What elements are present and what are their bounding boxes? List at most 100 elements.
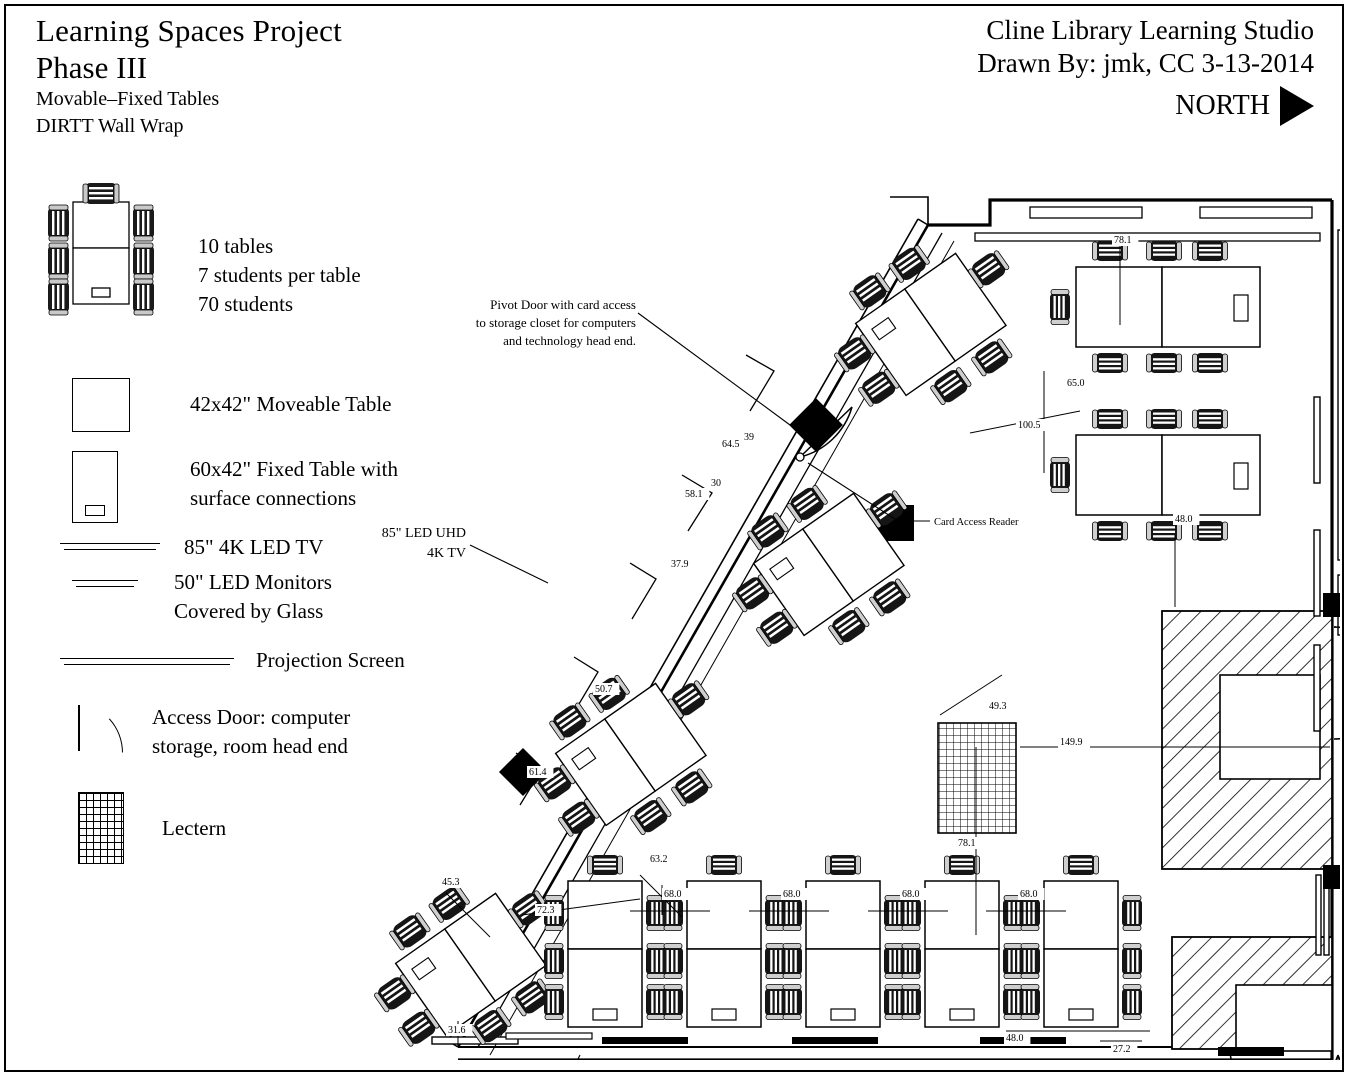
dimension-label: 64.5 [722, 439, 740, 450]
table-pod-rot-2 [706, 447, 951, 681]
table-pod-s-4 [901, 855, 1023, 1027]
dimension-label: 63.2 [650, 854, 668, 865]
dimension-label: 68.0 [664, 889, 682, 900]
dimension-label-bg [1112, 234, 1139, 246]
wall-block-east-mid [1161, 610, 1333, 870]
north-indicator: NORTH [977, 86, 1314, 126]
legend-item-moveable-table: 42x42" Moveable Table [72, 378, 392, 432]
access-door-icon [78, 705, 123, 753]
dimension-label: 78.1 [958, 838, 976, 849]
legend-students-per-table: 7 students per table [198, 263, 361, 287]
dimension-label: 78.1 [1114, 235, 1132, 246]
north-label: NORTH [1175, 90, 1270, 121]
dimension-label: 37.9 [671, 559, 689, 570]
dimension-label: 68.0 [902, 889, 920, 900]
annotation-leaders [469, 312, 1340, 1060]
dimension-label-bg [709, 477, 725, 489]
legend-capacity-row: 10 tables 7 students per table 70 studen… [36, 180, 361, 330]
dimension-label: 45.3 [442, 877, 460, 888]
legend-table-7-chairs-icon [48, 183, 154, 316]
title-block-left: Learning Spaces Project Phase III Movabl… [36, 12, 342, 140]
dimension-label: 65.0 [1067, 378, 1085, 389]
monitors-south-wall [431, 1032, 1066, 1045]
project-subtitle-2: DIRTT Wall Wrap [36, 115, 184, 137]
dimension-label-bg [900, 888, 927, 900]
table-pod-s-3 [782, 855, 904, 1027]
dimension-label-bg [956, 837, 983, 849]
dimension-label-bg [1065, 377, 1092, 389]
title-block-right: Cline Library Learning Studio Drawn By: … [977, 14, 1314, 126]
legend-item-fixed-table: 60x42" Fixed Table with surface connecti… [72, 451, 398, 523]
pivot-door-line2: to storage closet for computers [476, 315, 636, 330]
dimension-label-bg [446, 1024, 473, 1036]
table-pod-s-1 [544, 855, 666, 1027]
legend-tables-count: 10 tables [198, 234, 274, 258]
dimension-label-bg [987, 700, 1014, 712]
dimension-label: 30 [711, 478, 721, 489]
legend-label-access-door-2: storage, room head end [152, 734, 348, 758]
dimension-label-bg [1018, 888, 1045, 900]
table-pod-s-2 [663, 855, 785, 1027]
legend-item-tv-85: 85" 4K LED TV [60, 535, 323, 562]
dimension-label-bg [648, 853, 675, 865]
table-pod-s-5 [1020, 855, 1142, 1027]
dimension-label: 50.7 [595, 684, 613, 695]
north-arrow-icon [1280, 86, 1314, 126]
table-pod-ne-1 [1050, 241, 1260, 373]
project-phase: Phase III [36, 50, 148, 85]
legend-label-monitor-50-1: 50" LED Monitors [174, 570, 332, 594]
wall-block-southeast [1171, 936, 1333, 1052]
dimension-label-bg [527, 766, 554, 778]
legend-label-fixed-table-1: 60x42" Fixed Table with [190, 457, 398, 481]
dimension-label-bg [1004, 1032, 1031, 1044]
surface-connection-icon [85, 505, 105, 516]
projection-screen-icon [60, 658, 234, 666]
legend-label-tv-85: 85" 4K LED TV [184, 535, 324, 559]
plan-annotation-text: Pivot Door with card access to storage c… [382, 297, 1019, 561]
dimension-label-bg [683, 488, 710, 500]
moveable-table-icon [72, 378, 130, 432]
table-pod-ne-2 [1050, 409, 1260, 541]
dimension-label: 48.0 [1175, 514, 1193, 525]
dimension-label-bg [781, 888, 808, 900]
door-swing-east [1333, 626, 1340, 740]
project-subtitle-1: Movable–Fixed Tables [36, 88, 220, 110]
dimension-label: 48.0 [1006, 1033, 1024, 1044]
fixed-table-icon [72, 451, 118, 523]
pivot-door-line3: and technology head end. [503, 333, 636, 348]
dimension-label: 49.3 [989, 701, 1007, 712]
projection-screen-north [974, 206, 1321, 242]
dimension-label: 27.2 [1113, 1044, 1131, 1055]
dimension-label-bg [593, 683, 620, 695]
dimension-label-bg [669, 558, 696, 570]
dimension-label-bg [1058, 736, 1090, 748]
table-pod-rot-3 [508, 637, 753, 871]
legend-item-access-door: Access Door: computer storage, room head… [78, 705, 350, 761]
legend-item-monitor-50: 50" LED Monitors Covered by Glass [72, 570, 332, 626]
lectern-icon [78, 792, 124, 864]
monitor-50-icon [72, 580, 138, 588]
dimension-label-bg [1111, 1043, 1138, 1055]
chair [82, 183, 120, 204]
legend-item-lectern: Lectern [78, 792, 226, 864]
sheet-border [4, 4, 1344, 1072]
legend-label-projection-screen: Projection Screen [256, 648, 405, 672]
dimension-label: 149.9 [1060, 737, 1083, 748]
dimension-label: 31.6 [448, 1025, 466, 1036]
tv-callout-line2: 4K TV [427, 546, 466, 561]
dimension-label: 68.0 [783, 889, 801, 900]
legend-label-monitor-50-2: Covered by Glass [174, 599, 324, 623]
dimension-label-bg [720, 438, 747, 450]
legend-students-total: 70 students [198, 292, 294, 316]
dimension-label-bg [440, 876, 467, 888]
dimension-label-bg [535, 904, 562, 916]
legend-label-access-door-1: Access Door: computer [152, 705, 351, 729]
legend-label-moveable-table: 42x42" Moveable Table [190, 392, 392, 416]
dimension-label-bg [1016, 419, 1048, 431]
dimension-label-bg [662, 888, 689, 900]
dimension-label: 39 [744, 432, 754, 443]
lectern [937, 722, 1017, 834]
dimension-label-bg [1173, 513, 1200, 525]
card-access-reader-label: Card Access Reader [934, 517, 1019, 528]
